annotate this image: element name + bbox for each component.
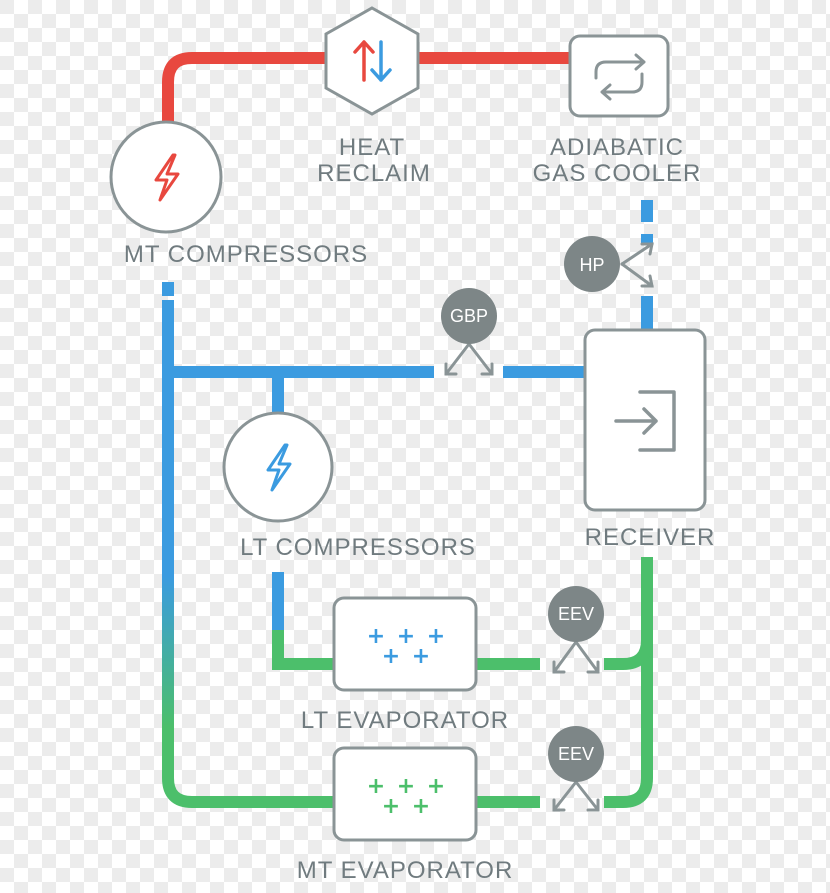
hp-valve-badge [564,236,620,292]
receiver-label: RECEIVER [585,524,716,551]
lt-evaporator-label: LT EVAPORATOR [301,707,509,734]
svg-text:+: + [367,774,385,799]
lightning-bolt-icon [154,153,180,202]
valve-symbol-icon [620,242,654,288]
svg-text:+: + [397,774,415,799]
eev-mt-valve-badge [548,726,604,782]
mt-suction-return [162,300,334,808]
plus-grid-icon: +++ ++ [367,774,445,819]
lt-evaporator-unit: +++ ++ LT EVAPORATOR [301,596,509,734]
plus-grid-icon: +++ ++ [367,624,445,669]
lt-compressors-unit: LT COMPRESSORS [222,411,476,561]
svg-text:+: + [397,624,415,649]
eev-lt-valve-badge [548,586,604,642]
valve-symbol-icon [552,780,600,812]
arrows-up-down-icon [353,40,392,82]
gas-cooler-label-line2: GAS COOLER [533,160,702,187]
eev-lt-valve: EEV [548,586,604,674]
hot-pipe-mt-to-reclaim [162,52,335,122]
gas-cooler-box [568,34,670,118]
svg-text:+: + [412,644,430,669]
lt-compressors-circle [222,411,334,523]
hp-valve-label: HP [579,255,604,275]
mt-compressors-circle [109,120,223,234]
svg-text:+: + [382,794,400,819]
heat-reclaim-label-line1: HEAT [339,134,405,161]
svg-text:+: + [412,794,430,819]
valve-symbol-icon [444,342,494,376]
mt-evaporator-label: MT EVAPORATOR [297,857,514,884]
lt-suction-pipe [272,572,334,670]
hp-valve: HP [564,236,654,292]
gas-cooler-label-line1: ADIABATIC [550,134,684,161]
mt-evaporator-box [332,746,478,842]
cycle-arrows-icon [594,53,646,101]
receiver-unit: RECEIVER [583,328,716,551]
enter-arrow-icon [614,390,676,452]
eev-mt-valve: EEV [548,726,604,812]
eev-mt-valve-label: EEV [558,744,594,764]
heat-reclaim-unit: HEAT RECLAIM [317,6,431,187]
liquid-branch-lt [604,639,653,670]
mt-evaporator-unit: +++ ++ MT EVAPORATOR [297,746,514,884]
gbp-valve: GBP [441,288,497,376]
gas-cooler-unit: ADIABATIC GAS COOLER [533,34,702,187]
lt-outlet-green [272,630,334,670]
valve-symbol-icon [552,640,600,674]
svg-text:+: + [427,624,445,649]
hot-gas-pipe [162,52,570,122]
gbp-valve-badge [441,288,497,344]
mt-compressors-unit: MT COMPRESSORS [109,120,368,268]
lightning-bolt-icon [266,443,292,492]
gbp-valve-label: GBP [450,306,488,326]
suction-line [162,282,586,808]
eev-lt-valve-label: EEV [558,604,594,624]
svg-text:+: + [367,624,385,649]
lt-evaporator-box [332,596,478,692]
svg-text:+: + [382,644,400,669]
svg-text:+: + [427,774,445,799]
receiver-liquid-outlet [604,557,653,808]
heat-reclaim-hexagon [324,6,420,116]
liquid-line [476,557,653,808]
mt-compressors-label: MT COMPRESSORS [124,241,368,268]
heat-reclaim-label-line2: RECLAIM [317,160,431,187]
lt-compressors-label: LT COMPRESSORS [240,534,476,561]
